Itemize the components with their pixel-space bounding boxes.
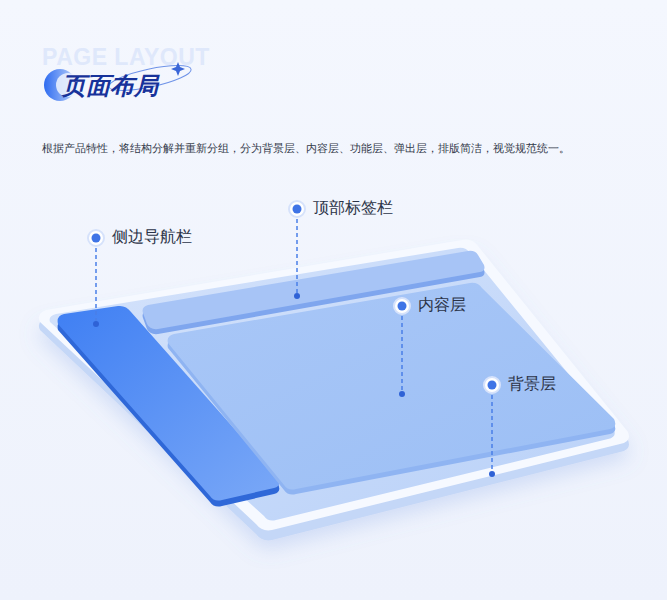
background-layer-edge [39, 240, 629, 531]
english-title: PAGE LAYOUT [42, 44, 210, 71]
leader-lines [96, 219, 492, 471]
callout-label: 内容层 [418, 295, 466, 316]
content-layer [168, 283, 616, 490]
callout-dots [88, 201, 500, 477]
background-layer-base [39, 248, 629, 541]
callout-label: 侧边导航栏 [112, 227, 192, 248]
callout-label: 顶部标签栏 [313, 198, 393, 219]
page-title: 页面布局 [62, 70, 158, 102]
background-layer [50, 248, 615, 521]
callout-label: 背景层 [508, 374, 556, 395]
caption: 根据产品特性，将结构分解并重新分组，分为背景层、内容层、功能层、弹出层，排版简洁… [42, 141, 570, 156]
